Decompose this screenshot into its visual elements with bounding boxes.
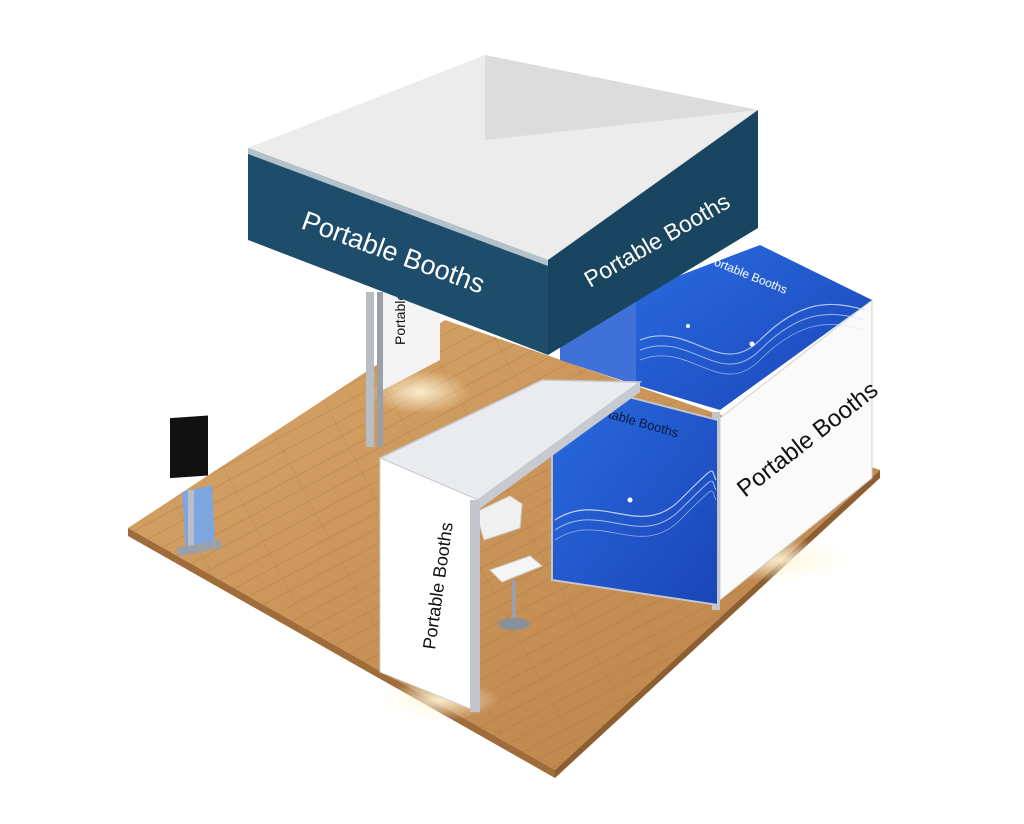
stool: [475, 495, 543, 630]
support-poles: [366, 292, 383, 447]
back-graphic-wall: Portable Booths: [560, 245, 872, 410]
hanging-sign: Portable Booths Portable Booths: [248, 55, 758, 355]
counter: Portable Booths: [378, 379, 643, 713]
kiosk-icon: [170, 415, 222, 556]
